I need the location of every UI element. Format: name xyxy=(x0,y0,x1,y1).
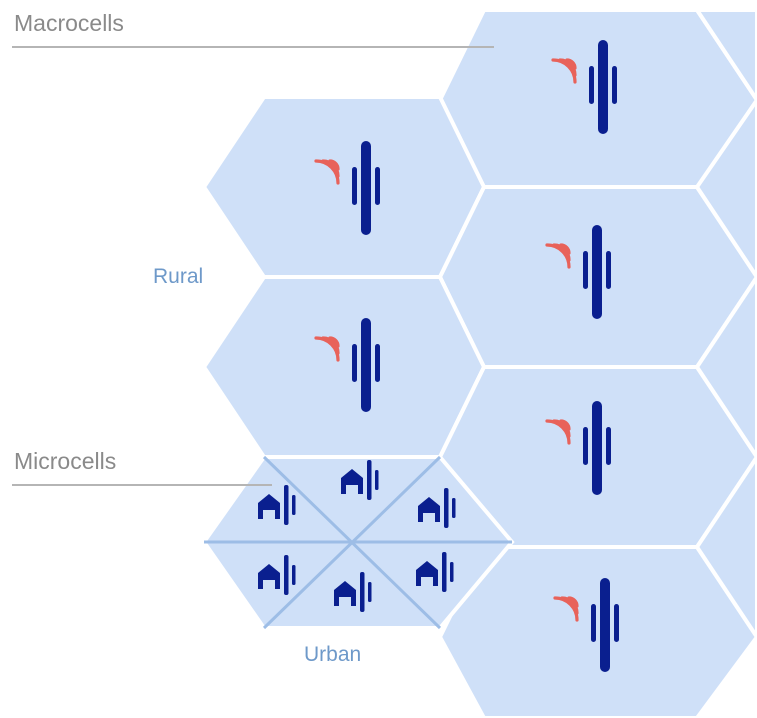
micro-sites xyxy=(258,460,456,612)
macrocell-hex xyxy=(201,95,487,279)
house-antenna-icon xyxy=(258,485,296,525)
cell-tower-icon xyxy=(314,141,380,235)
house-antenna-icon xyxy=(418,488,456,528)
house-antenna-icon xyxy=(341,460,379,500)
signal-icon xyxy=(545,243,571,269)
signal-icon xyxy=(553,596,579,622)
house-antenna-icon xyxy=(334,572,372,612)
macrocell-hex xyxy=(694,96,757,281)
urban-label: Urban xyxy=(304,643,361,666)
macro-towers xyxy=(314,40,619,672)
macrocell-hex xyxy=(693,8,757,104)
cell-tower-icon xyxy=(545,225,611,319)
macrocell-hex xyxy=(201,275,487,459)
signal-icon xyxy=(551,58,577,84)
cell-tower-icon xyxy=(553,578,619,672)
signal-icon xyxy=(545,419,571,445)
microcells-label: Microcells xyxy=(14,448,116,474)
microcell-dividers xyxy=(204,455,512,630)
macrocell-hex xyxy=(694,273,757,461)
macrocell-hex xyxy=(694,453,757,641)
cell-tower-icon xyxy=(314,318,380,412)
macrocells-label: Macrocells xyxy=(14,10,124,36)
cell-grid xyxy=(201,8,757,718)
signal-icon xyxy=(314,159,340,185)
cell-tower-icon xyxy=(545,401,611,495)
cell-tower-icon xyxy=(551,40,617,134)
house-antenna-icon xyxy=(258,555,296,595)
rural-label: Rural xyxy=(153,265,203,288)
house-antenna-icon xyxy=(416,552,454,592)
signal-icon xyxy=(314,336,340,362)
